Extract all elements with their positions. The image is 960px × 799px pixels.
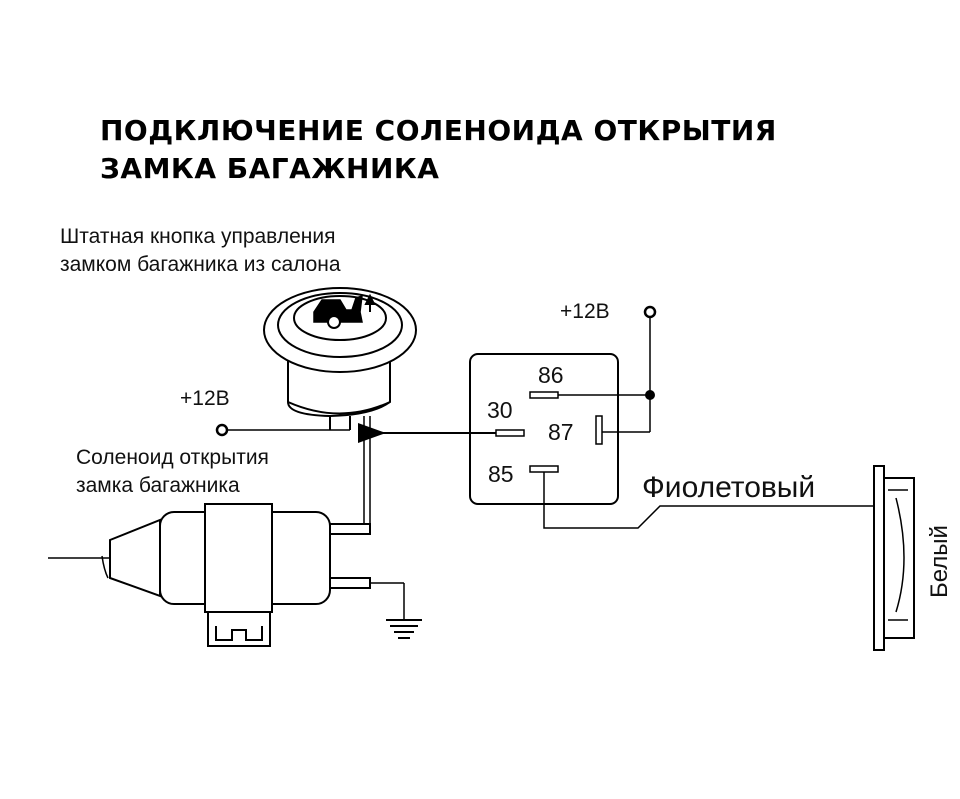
violet-wire-label: Фиолетовый	[642, 471, 815, 504]
relay-pin-87-label: 87	[548, 419, 574, 445]
trunk-button	[263, 287, 417, 431]
junction-dot	[645, 390, 655, 400]
relay-pin-85	[529, 465, 559, 473]
relay-pin-85-label: 85	[488, 461, 514, 487]
relay-pin-30	[495, 429, 525, 437]
relay-pin-86	[529, 391, 559, 399]
violet-wire	[543, 472, 880, 529]
button-label-line-1: Штатная кнопка управления	[60, 225, 335, 248]
car-trunk-icon	[313, 293, 376, 329]
title-line-2: ЗАМКА БАГАЖНИКА	[100, 152, 440, 185]
relay-pin-86-label: 86	[538, 362, 564, 388]
solenoid-label-line-2: замка багажника	[76, 474, 240, 497]
solenoid	[48, 503, 371, 647]
relay-pin-30-label: 30	[487, 397, 513, 423]
white-wire-label: Белый	[926, 525, 953, 598]
connector	[873, 465, 915, 651]
relay-pin-87	[595, 415, 603, 445]
solenoid-label-line-1: Соленоид открытия	[76, 446, 269, 469]
title-line-1: ПОДКЛЮЧЕНИЕ СОЛЕНОИДА ОТКРЫТИЯ	[100, 114, 777, 147]
button-label-line-2: замком багажника из салона	[60, 253, 341, 276]
right-plus12-terminal	[643, 305, 657, 319]
right-plus12-label: +12В	[560, 300, 610, 323]
left-plus12-label: +12В	[180, 387, 230, 410]
diagram-title: ПОДКЛЮЧЕНИЕ СОЛЕНОИДА ОТКРЫТИЯ ЗАМКА БАГ…	[100, 112, 777, 188]
left-plus12-terminal	[215, 423, 229, 437]
relay-power-wires	[558, 317, 651, 433]
ground-symbol	[370, 582, 422, 639]
